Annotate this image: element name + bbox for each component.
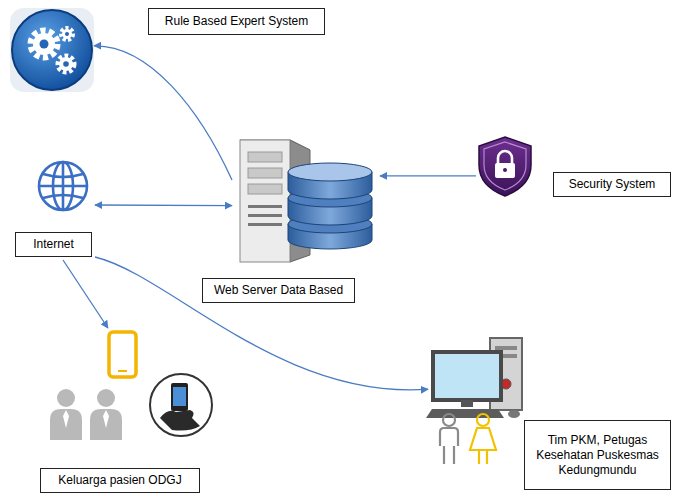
icon-node: Security System bbox=[476, 135, 534, 197]
shield-icon-part bbox=[503, 168, 507, 172]
gears-icon-part bbox=[10, 8, 94, 92]
hand-phone-icon bbox=[150, 374, 212, 436]
hand-phone-icon-part bbox=[171, 383, 188, 411]
gears-icon-part bbox=[58, 56, 74, 72]
icon-node: Rule Based Expert System bbox=[10, 8, 94, 92]
computer-icon bbox=[426, 338, 522, 464]
phone-icon bbox=[109, 332, 136, 377]
computer-icon-part-part bbox=[470, 428, 496, 464]
people-icon-part bbox=[63, 410, 69, 428]
hand-phone-icon-part bbox=[173, 387, 186, 406]
globe-icon bbox=[39, 162, 87, 210]
people-icon-part bbox=[50, 409, 82, 440]
people-icon-part bbox=[103, 410, 109, 428]
computer-icon-part bbox=[461, 400, 473, 407]
connector-arrow bbox=[63, 260, 108, 328]
icon-node: Internet bbox=[15, 160, 95, 260]
globe-icon-part bbox=[43, 174, 83, 177]
server-icon-part bbox=[288, 163, 372, 181]
globe-icon-part bbox=[43, 195, 83, 198]
node-label: Security System bbox=[553, 172, 671, 197]
server-icon-part bbox=[248, 205, 282, 208]
phone-icon-part bbox=[109, 332, 136, 377]
people-icon-part bbox=[97, 389, 115, 407]
node-label: Tim PKM, Petugas Kesehatan Puskesmas Ked… bbox=[524, 420, 671, 490]
server-icon-part bbox=[248, 152, 282, 162]
hand-phone-icon-part bbox=[160, 410, 200, 431]
computer-icon-part bbox=[426, 409, 504, 418]
computer-icon-part-part bbox=[477, 414, 489, 426]
gears-icon-part bbox=[40, 40, 49, 49]
computer-icon-part-part bbox=[443, 414, 455, 426]
connector-arrow bbox=[94, 46, 232, 180]
gears-icon-part bbox=[65, 32, 69, 36]
people-icon bbox=[50, 389, 122, 440]
icon-node: Web Server Data Based bbox=[232, 130, 380, 265]
gears-icon bbox=[10, 8, 94, 92]
server-icon-part bbox=[248, 168, 282, 178]
connector-arrow bbox=[95, 204, 232, 206]
computer-icon-part-part bbox=[440, 428, 458, 464]
gears-icon-part bbox=[59, 57, 73, 71]
gears-icon-part bbox=[63, 61, 69, 67]
icon-node: Keluarga pasien ODGJ bbox=[45, 328, 215, 446]
computer-icon-part bbox=[495, 346, 517, 350]
people-icon-part bbox=[90, 409, 122, 440]
shield-icon-part bbox=[495, 163, 515, 178]
people-icon-part bbox=[57, 389, 75, 407]
shield-icon bbox=[479, 137, 531, 196]
gears-icon-part bbox=[33, 33, 55, 55]
shield-icon-part bbox=[484, 142, 526, 190]
shield-icon-part bbox=[498, 151, 512, 164]
server-icon-part bbox=[248, 214, 282, 217]
gears-icon-part bbox=[31, 31, 57, 57]
gears-icon-part bbox=[12, 10, 92, 90]
computer-icon-part bbox=[440, 414, 458, 464]
hand-phone-icon-part bbox=[150, 374, 212, 436]
gears-icon-part bbox=[61, 28, 73, 40]
connector-arrow bbox=[95, 257, 428, 390]
globe-icon-part bbox=[39, 162, 87, 210]
server-icon-part bbox=[248, 223, 282, 226]
node-label: Keluarga pasien ODGJ bbox=[40, 468, 200, 493]
connector-arrow bbox=[380, 175, 476, 176]
shield-icon-part bbox=[479, 137, 531, 196]
computer-icon-part bbox=[433, 352, 501, 400]
server-icon-part bbox=[248, 184, 282, 194]
computer-icon-part bbox=[508, 410, 520, 418]
node-label: Web Server Data Based bbox=[202, 278, 355, 303]
server-icon-part bbox=[240, 140, 290, 262]
phone-icon-part bbox=[118, 370, 127, 372]
node-label: Internet bbox=[15, 232, 92, 257]
gears-icon-part bbox=[62, 29, 72, 39]
globe-icon-part bbox=[39, 185, 87, 188]
icon-node: Tim PKM, Petugas Kesehatan Puskesmas Ked… bbox=[428, 338, 523, 466]
server-icon bbox=[240, 140, 372, 262]
computer-icon-part bbox=[470, 414, 496, 464]
node-label: Rule Based Expert System bbox=[148, 8, 325, 35]
